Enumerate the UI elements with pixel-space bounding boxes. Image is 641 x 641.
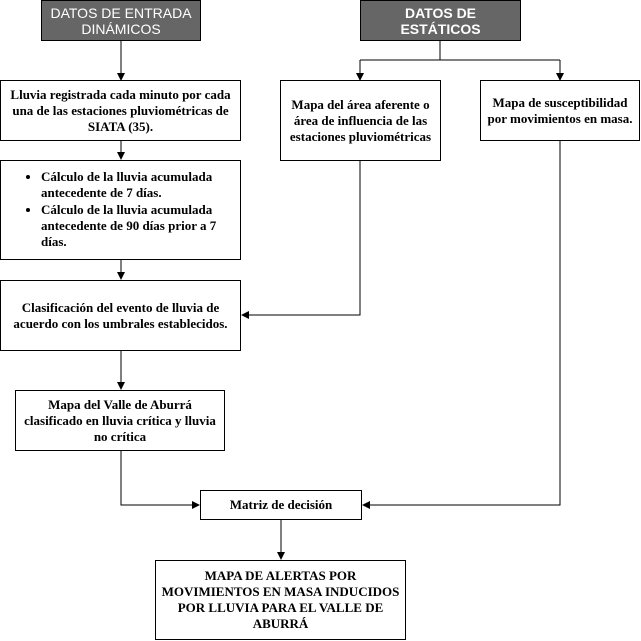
dynamic-input-header: DATOS DE ENTRADA DINÁMICOS <box>41 0 201 41</box>
accumulated-rain-item: Cálculo de la lluvia acumulada anteceden… <box>41 202 234 250</box>
rain-record-text: Lluvia registrada cada minuto por cada u… <box>10 86 231 134</box>
area-map-box: Mapa del área aferente o área de influen… <box>280 80 441 161</box>
alert-map-text: MAPA DE ALERTAS POR MOVIMIENTOS EN MASA … <box>161 568 400 631</box>
static-input-header: DATOS DE ESTÁTICOS <box>360 0 521 41</box>
classification-text: Clasificación del evento de lluvia de ac… <box>13 299 228 331</box>
arrow-susceptibility-to-matrix <box>362 141 561 509</box>
valley-map-text: Mapa del Valle de Aburrá clasificado en … <box>24 396 216 444</box>
rain-record-box: Lluvia registrada cada minuto por cada u… <box>0 80 241 141</box>
valley-map-box: Mapa del Valle de Aburrá clasificado en … <box>15 390 225 451</box>
dynamic-input-header-text: DATOS DE ENTRADA DINÁMICOS <box>50 4 192 37</box>
accumulated-rain-item: Cálculo de la lluvia acumulada anteceden… <box>41 169 234 201</box>
susceptibility-map-text: Mapa de susceptibilidad por movimientos … <box>487 94 633 126</box>
accumulated-rain-box: Cálculo de la lluvia acumulada anteceden… <box>0 160 241 260</box>
arrow-valley-to-matrix <box>120 451 200 509</box>
susceptibility-map-box: Mapa de susceptibilidad por movimientos … <box>480 80 640 141</box>
decision-matrix-text: Matriz de decisión <box>229 497 333 512</box>
accumulated-rain-list: Cálculo de la lluvia acumulada anteceden… <box>23 169 234 251</box>
decision-matrix-box: Matriz de decisión <box>200 490 362 520</box>
static-input-header-text: DATOS DE ESTÁTICOS <box>400 4 481 37</box>
arrow-area-to-classification <box>241 161 361 319</box>
area-map-text: Mapa del área aferente o área de influen… <box>289 96 432 144</box>
classification-box: Clasificación del evento de lluvia de ac… <box>0 280 241 351</box>
alert-map-box: MAPA DE ALERTAS POR MOVIMIENTOS EN MASA … <box>155 560 406 640</box>
